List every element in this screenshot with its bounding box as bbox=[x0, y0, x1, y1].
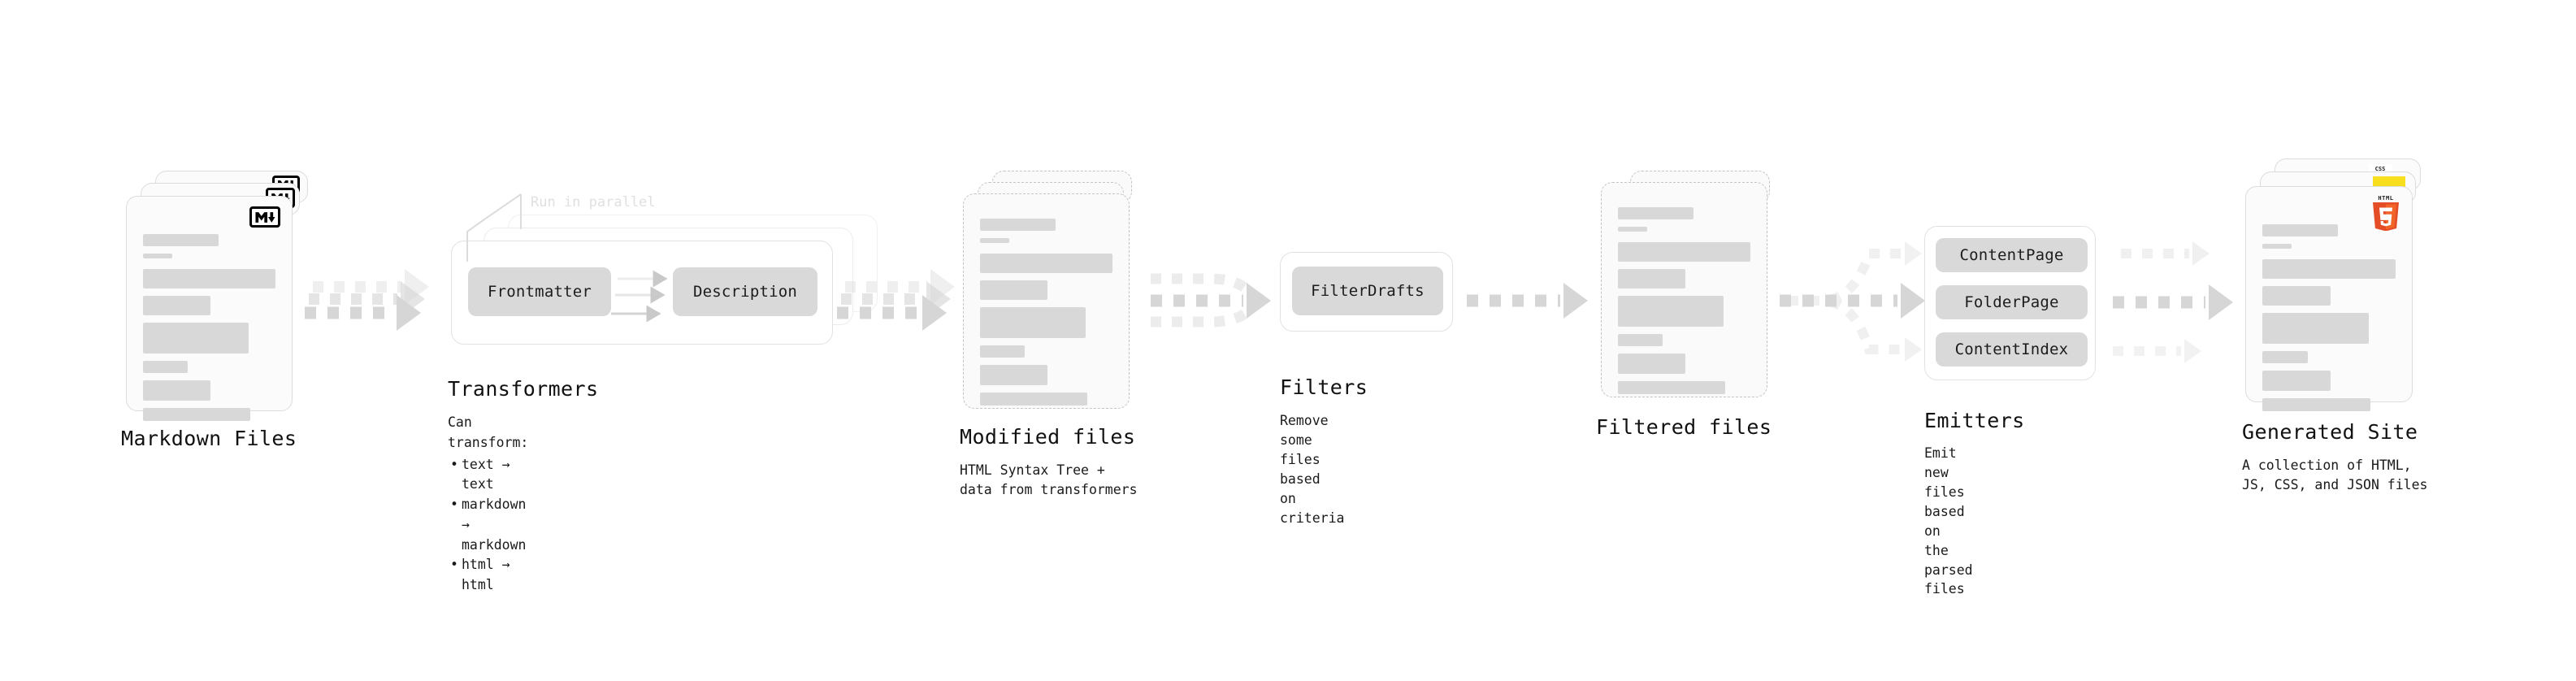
stage-title-filtered-files: Filtered files bbox=[1596, 415, 1772, 439]
transformers-list-item-1: markdown → markdown bbox=[450, 495, 528, 555]
modified-card-stack bbox=[963, 171, 1150, 414]
markdown-card-stack bbox=[126, 171, 313, 421]
html5-icon: HTML bbox=[2370, 193, 2402, 232]
markdown-icon bbox=[249, 206, 280, 228]
svg-text:CSS: CSS bbox=[2375, 166, 2386, 172]
markdown-card-skeleton bbox=[143, 234, 275, 421]
emitters-box: ContentPage FolderPage ContentIndex bbox=[1924, 226, 2096, 380]
transformers-capability-list: Can transform: text → text markdown → ma… bbox=[448, 413, 528, 596]
stage-markdown-files: Markdown Files bbox=[121, 171, 313, 450]
stage-title-modified-files: Modified files bbox=[960, 425, 1136, 449]
connector-emitters-to-site bbox=[2113, 241, 2233, 363]
markdown-card-front bbox=[126, 196, 293, 421]
connector-filters-to-filtered bbox=[1467, 283, 1588, 319]
run-in-parallel-label: Run in parallel bbox=[531, 194, 656, 210]
transformer-box-front: Frontmatter Description bbox=[451, 241, 833, 345]
stage-title-emitters: Emitters bbox=[1924, 409, 2025, 432]
transformers-list-item-0: text → text bbox=[450, 455, 528, 496]
stage-generated-site: CSS HTML bbox=[2242, 158, 2440, 492]
emitter-chip-folderpage[interactable]: FolderPage bbox=[1936, 285, 2088, 319]
stage-filtered-files: Filtered files bbox=[1596, 171, 1788, 439]
generated-card-front: HTML bbox=[2245, 186, 2413, 411]
connector-filtered-to-emitters bbox=[1780, 241, 1925, 362]
stage-title-filters: Filters bbox=[1280, 375, 1368, 399]
generated-card-stack: CSS HTML bbox=[2245, 158, 2440, 411]
transformers-list-lead: Can transform: bbox=[448, 414, 529, 450]
stage-modified-files: Modified files HTML Syntax Tree + data f… bbox=[960, 171, 1150, 497]
stage-subtitle-emitters: Emit new files based on the parsed files bbox=[1924, 445, 1973, 597]
filter-chip-filterdrafts[interactable]: FilterDrafts bbox=[1292, 267, 1443, 315]
connector-md-to-transformers bbox=[305, 269, 429, 331]
stage-subtitle-generated-site: A collection of HTML, JS, CSS, and JSON … bbox=[2242, 458, 2428, 492]
generated-card-skeleton bbox=[2262, 224, 2396, 411]
stage-subtitle-modified-files: HTML Syntax Tree + data from transformer… bbox=[960, 462, 1138, 497]
modified-card-front bbox=[963, 193, 1130, 409]
stage-subtitle-filters: Remove some files based on criteria bbox=[1280, 413, 1345, 526]
stage-title-transformers: Transformers bbox=[448, 377, 599, 401]
svg-text:HTML: HTML bbox=[2378, 195, 2393, 202]
filtered-card-skeleton bbox=[1618, 207, 1750, 394]
filtered-card-stack bbox=[1601, 171, 1788, 414]
transformer-chip-frontmatter[interactable]: Frontmatter bbox=[468, 267, 611, 316]
transformers-list-item-2: html → html bbox=[450, 555, 528, 596]
filtered-card-front bbox=[1601, 182, 1767, 397]
stage-title-generated-site: Generated Site bbox=[2242, 420, 2418, 444]
transformer-chip-description[interactable]: Description bbox=[673, 267, 817, 316]
stage-title-markdown-files: Markdown Files bbox=[121, 427, 297, 450]
filters-box: FilterDrafts bbox=[1280, 252, 1453, 332]
emitter-chip-contentpage[interactable]: ContentPage bbox=[1936, 238, 2088, 272]
emitter-chip-contentindex[interactable]: ContentIndex bbox=[1936, 332, 2088, 367]
modified-card-skeleton bbox=[980, 219, 1112, 406]
connector-modified-to-filters bbox=[1151, 273, 1271, 327]
